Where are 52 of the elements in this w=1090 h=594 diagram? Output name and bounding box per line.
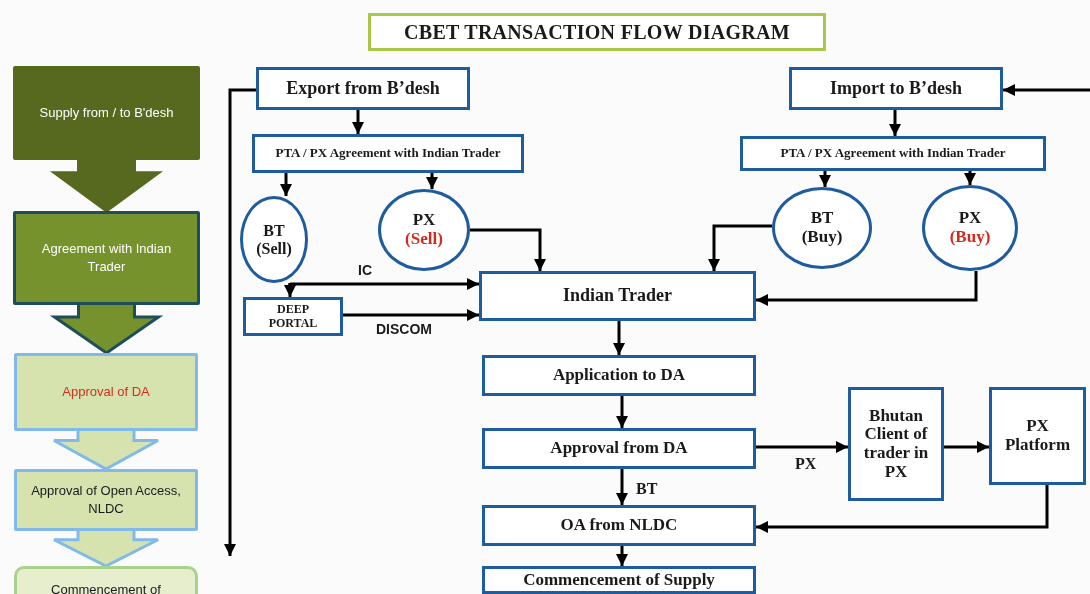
step-box: Approval of Open Access, NLDC <box>14 469 198 531</box>
arrow <box>470 228 546 271</box>
arrow <box>343 309 479 321</box>
node-text: BT <box>810 209 834 228</box>
arrow <box>613 321 625 355</box>
arrow <box>284 283 296 297</box>
edge-label: IC <box>356 262 374 278</box>
arrow <box>964 171 976 185</box>
block-arrow <box>49 303 164 355</box>
step-box: Supply from / to B'desh <box>13 66 200 160</box>
process-box: DEEP PORTAL <box>243 297 343 336</box>
process-box: PX Platform <box>989 387 1086 485</box>
block-arrow <box>49 158 164 213</box>
arrow <box>280 173 292 196</box>
arrow <box>616 546 628 566</box>
process-box: Approval from DA <box>482 428 756 469</box>
process-box: Import to B’desh <box>789 67 1003 110</box>
node-text: PX <box>958 209 982 228</box>
arrow <box>616 469 628 505</box>
process-box: Bhutan Client of trader in PX <box>848 387 944 501</box>
process-box: OA from NLDC <box>482 505 756 546</box>
arrow <box>224 88 256 556</box>
node-text: (Sell) <box>405 230 443 249</box>
block-arrow <box>52 529 160 568</box>
node-text: (Buy) <box>801 228 843 247</box>
step-box: Agreement with Indian Trader <box>13 211 200 305</box>
arrow <box>616 396 628 428</box>
node-text: (Sell) <box>256 239 292 258</box>
process-box: PTA / PX Agreement with Indian Trader <box>740 136 1046 171</box>
arrow <box>756 485 1049 533</box>
node-text: (Buy) <box>949 228 991 247</box>
process-box: Indian Trader <box>479 271 756 321</box>
arrow <box>944 441 989 453</box>
node-text: PX <box>412 211 436 230</box>
arrow <box>889 110 901 136</box>
arrow <box>756 441 848 453</box>
diagram-title: CBET TRANSACTION FLOW DIAGRAM <box>368 13 826 51</box>
process-box: PTA / PX Agreement with Indian Trader <box>252 134 524 173</box>
arrow <box>708 224 772 271</box>
step-box: Commencement of <box>14 566 198 594</box>
block-arrow <box>52 429 160 471</box>
process-box: Export from B’desh <box>256 67 470 110</box>
arrow <box>756 271 978 306</box>
step-box: Approval of DA <box>14 353 198 431</box>
arrow <box>352 110 364 134</box>
process-box: Application to DA <box>482 355 756 396</box>
edge-label: DISCOM <box>374 321 434 337</box>
arrow <box>819 171 831 187</box>
arrow <box>1003 84 1090 96</box>
node-text: BT <box>263 221 285 240</box>
arrow <box>426 173 438 189</box>
process-box: Commencement of Supply <box>482 566 756 594</box>
